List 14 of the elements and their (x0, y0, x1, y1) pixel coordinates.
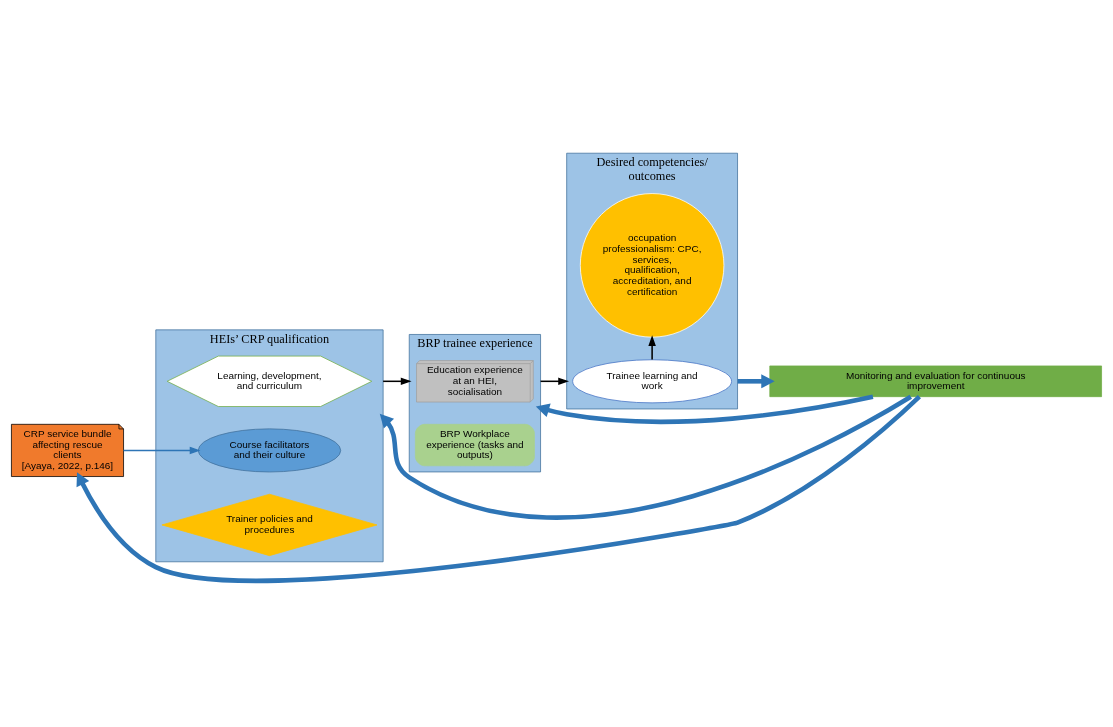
node-ellipse: Course facilitators and their culture (197, 428, 342, 472)
arrow (535, 394, 874, 424)
node-box: BRP Workplace experience (tasks and outputs) (415, 423, 535, 466)
arrow (737, 373, 775, 388)
arrow (122, 446, 201, 454)
arrow (539, 377, 569, 385)
node-circle: occupation professionalism: CPC, services, qualification, accreditation, and certification (579, 192, 725, 338)
node-box: Monitoring and evaluation for continuous improvement (769, 365, 1102, 397)
arrow (648, 334, 656, 360)
arrow (379, 394, 912, 520)
arrow (382, 377, 412, 385)
arrow (76, 394, 921, 583)
node-ellipse: Trainee learning and work (572, 358, 732, 403)
node-diamond: Trainer policies and procedures (161, 493, 378, 556)
